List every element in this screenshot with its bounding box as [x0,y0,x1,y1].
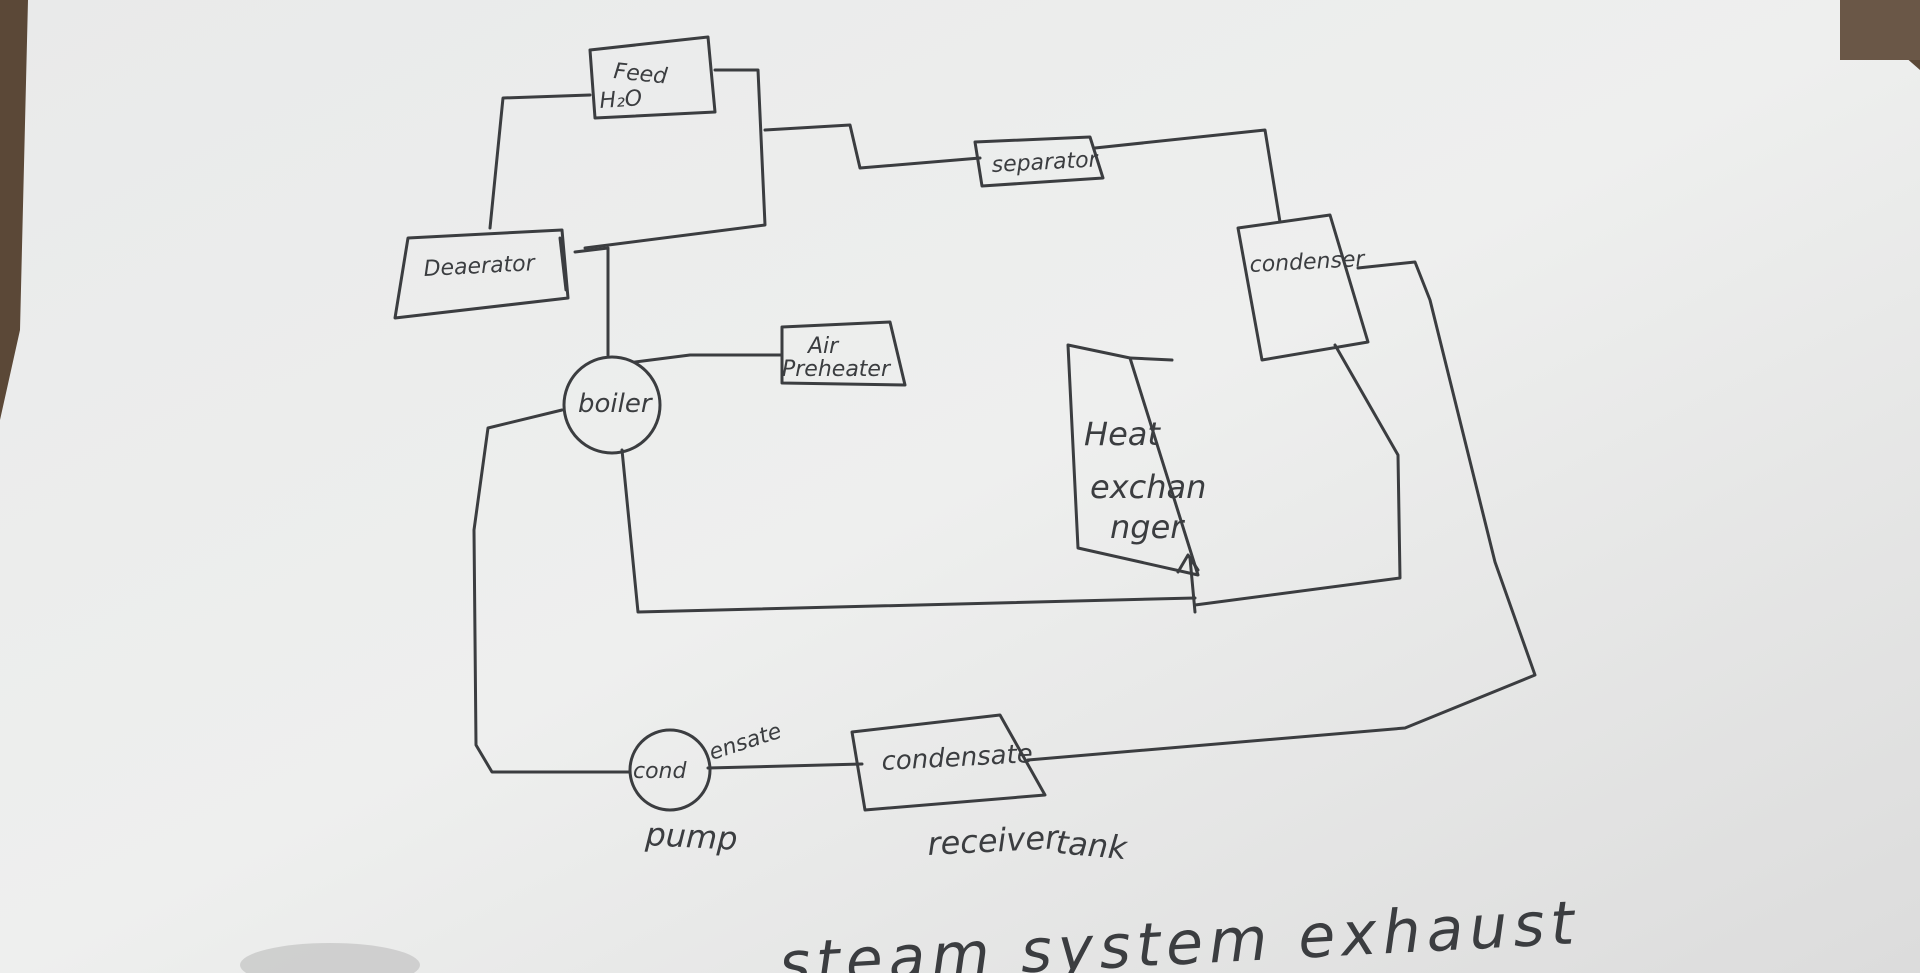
line-condenser-outer [1026,260,1537,762]
line-sep-condenser [1093,128,1282,224]
feed-water-line1: Feed [612,59,669,90]
air-preheater-line2: Preheater [782,357,892,382]
condenser-box: condenser [1236,213,1370,362]
line-to-separator [763,123,982,170]
boiler-label: boiler [578,389,654,419]
heat-exchanger-line3: nger [1110,508,1185,546]
line-boiler-airpreheater [633,353,784,364]
heat-exchanger-box: Heat exchan nger [1066,343,1206,577]
feed-water-box: Feed H₂O [588,35,717,120]
condensate-receiver-box: condensate receiver tank [850,713,1130,867]
separator-box: separator [973,135,1105,188]
line-boiler-pump [472,408,632,774]
condensate-receiver-caption1: receiver [926,818,1060,863]
shadow [240,943,420,973]
condenser-label: condenser [1249,247,1367,278]
deaerator-box: Deaerator [393,228,570,320]
air-preheater-line1: Air [806,334,840,359]
deaerator-label: Deaerator [423,251,537,282]
separator-label: separator [991,147,1100,178]
condensate-pump-circle-text: cond [633,759,687,784]
boiler-circle: boiler [562,355,662,455]
line-hx-arrow [1188,556,1197,614]
air-preheater-box: Air Preheater [780,320,907,387]
line-pump-receiver [706,762,864,770]
line-feed-right [583,68,767,250]
heat-exchanger-line1: Heat [1084,415,1161,453]
line-boiler-up [573,246,610,357]
connector-lines [472,68,1537,774]
line-boiler-bottom [620,448,1197,614]
line-hx-condenser [1193,343,1402,607]
condensate-pump-caption: pump [644,815,739,858]
feed-water-line2: H₂O [599,86,643,114]
condensate-receiver-caption2: tank [1054,823,1129,867]
heat-exchanger-line2: exchan [1090,468,1206,506]
line-feed-left [488,93,592,230]
paper-corner-dark [1840,0,1920,60]
